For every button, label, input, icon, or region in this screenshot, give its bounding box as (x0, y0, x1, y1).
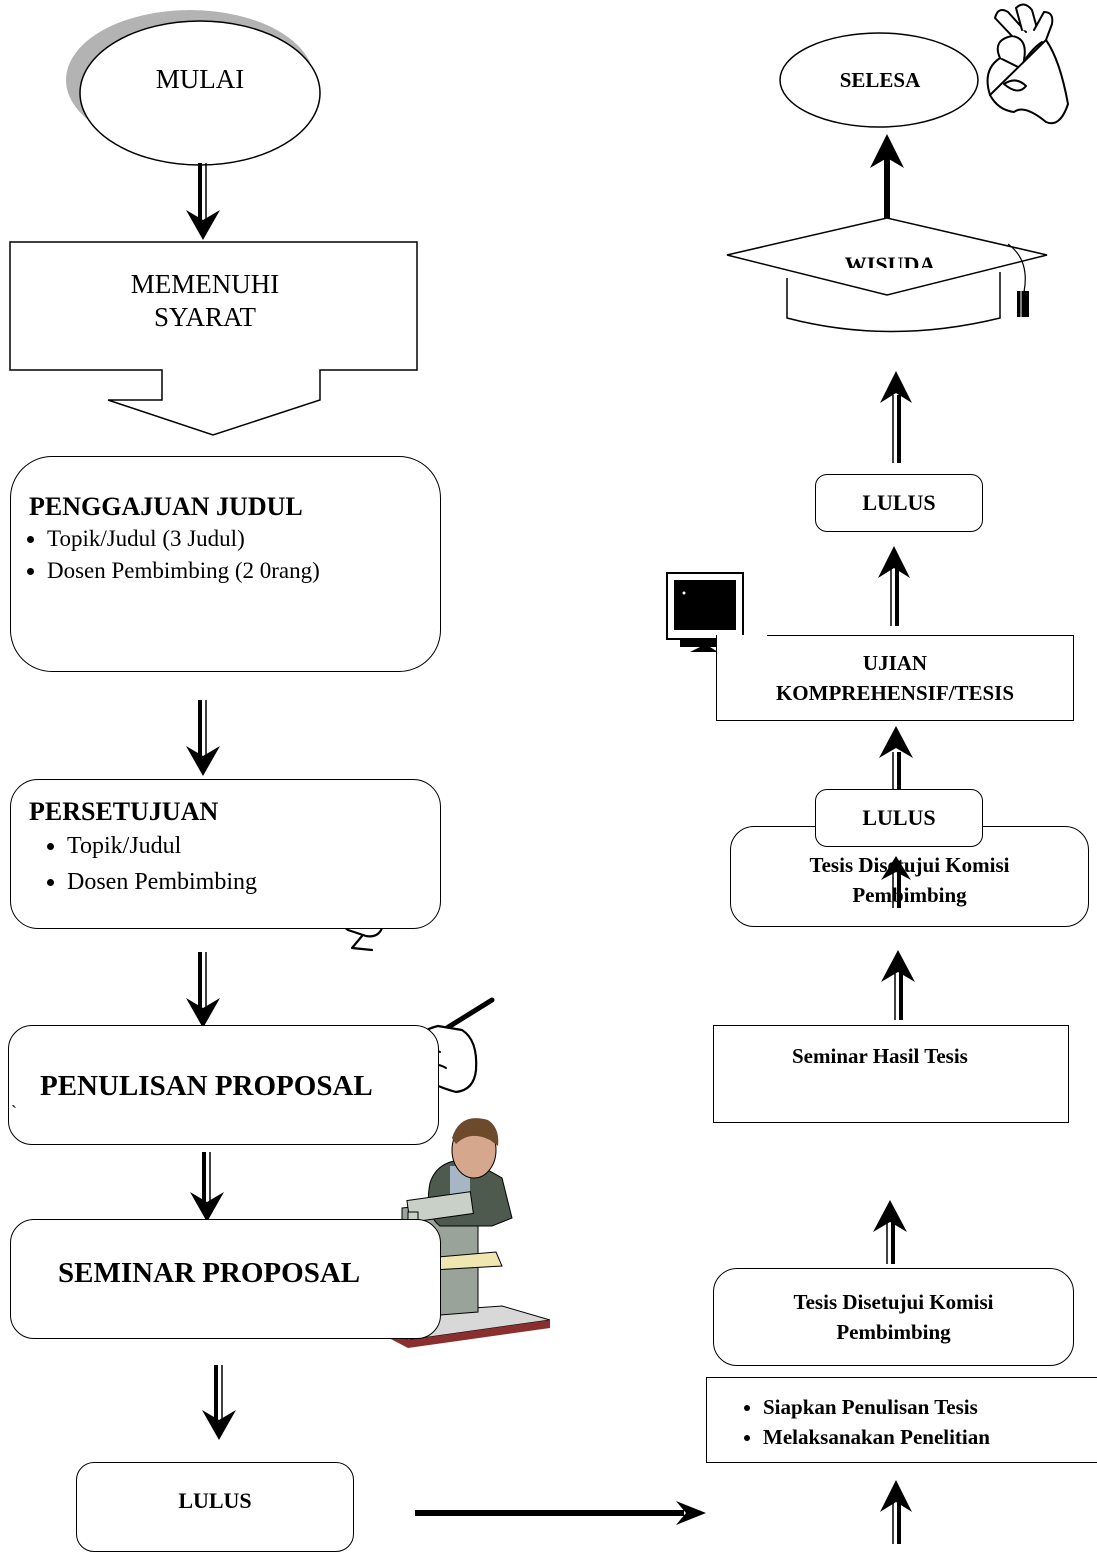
proposal-seminar-title: SEMINAR PROPOSAL (58, 1257, 361, 1289)
requirement-line-1: MEMENUHI (130, 269, 280, 299)
requirement-callout-shape (9, 241, 418, 436)
exam-line-1: UJIAN (862, 650, 928, 675)
graduation-cap-icon (726, 217, 1048, 333)
exam-box: UJIAN KOMPREHENSIF/TESIS (716, 635, 1074, 721)
arrow-down-approval-to-writing (186, 952, 220, 1028)
approval-list: Topik/Judul Dosen Pembimbing (29, 828, 440, 900)
list-item: Siapkan Penulisan Tesis (763, 1392, 1097, 1422)
computer-monitor-icon (666, 572, 744, 652)
research-list: Siapkan Penulisan Tesis Melaksanakan Pen… (727, 1392, 1097, 1452)
submission-title: PENGGAJUAN JUDUL (29, 492, 303, 521)
approved-lower-line-1: Tesis Disetujui Komisi (793, 1290, 994, 1314)
arrow-up-exam-to-pass (878, 546, 910, 626)
list-item: Topik/Judul (67, 828, 440, 864)
approved-lower-line-2: Pembimbing (836, 1320, 951, 1344)
finish-ellipse (779, 32, 979, 128)
ok-hand-icon (986, 3, 1069, 125)
graduation-title: WISUDA (844, 252, 936, 268)
proposal-writing-mark: ` (11, 1102, 17, 1122)
list-item: Topik/Judul (3 Judul) (47, 523, 440, 555)
arrow-up-approved-to-seminar (873, 1200, 907, 1264)
approved-box-lower: Tesis Disetujui Komisi Pembimbing (713, 1268, 1074, 1366)
arrow-up-pass-to-graduation (880, 371, 912, 463)
proposal-seminar-box (10, 1219, 441, 1339)
research-box: Siapkan Penulisan Tesis Melaksanakan Pen… (706, 1377, 1097, 1463)
finish-title: SELESA (839, 68, 921, 92)
approved-upper-line-2: Pembimbing (852, 882, 967, 907)
graduation-label-clip: WISUDA (800, 250, 980, 268)
arrow-down-submission-to-approval (186, 700, 220, 776)
start-label: MULAI (155, 64, 245, 94)
exam-line-2: KOMPREHENSIF/TESIS (775, 680, 1015, 705)
arrow-down-start-to-requirement (186, 163, 220, 240)
arrow-up-bottom-to-research (880, 1480, 912, 1544)
arrow-right-pass-to-research (415, 1501, 706, 1525)
pass-box-middle: LULUS (815, 789, 983, 847)
approval-box: PERSETUJUAN Topik/Judul Dosen Pembimbing (10, 779, 441, 929)
results-seminar-box: Seminar Hasil Tesis (713, 1025, 1069, 1123)
list-item: Dosen Pembimbing (2 0rang) (47, 555, 440, 587)
requirement-line-2: SYARAT (153, 302, 257, 332)
list-item: Dosen Pembimbing (67, 864, 440, 900)
arrow-down-writing-to-seminar (190, 1152, 224, 1222)
arrow-up-graduation-to-finish (870, 134, 904, 222)
submission-list: Topik/Judul (3 Judul) Dosen Pembimbing (… (29, 523, 440, 587)
approval-title: PERSETUJUAN (29, 797, 219, 826)
approved-upper-line-1: Tesis Disetujui Komisi (809, 852, 1010, 877)
requirement-label: MEMENUHI SYARAT (60, 268, 350, 334)
arrow-down-seminar-to-pass (202, 1365, 236, 1440)
exam-top-border (767, 635, 1074, 636)
arrow-up-seminar-to-approved (881, 950, 915, 1020)
pass-box-top: LULUS (815, 474, 983, 532)
submission-box: PENGGAJUAN JUDUL Topik/Judul (3 Judul) D… (10, 456, 441, 672)
pass-box: LULUS (76, 1462, 354, 1552)
list-item: Melaksanakan Penelitian (763, 1422, 1097, 1452)
proposal-writing-box (8, 1025, 439, 1145)
arrow-up-approved-overlay (881, 856, 911, 908)
proposal-writing-title: PENULISAN PROPOSAL (40, 1070, 373, 1102)
